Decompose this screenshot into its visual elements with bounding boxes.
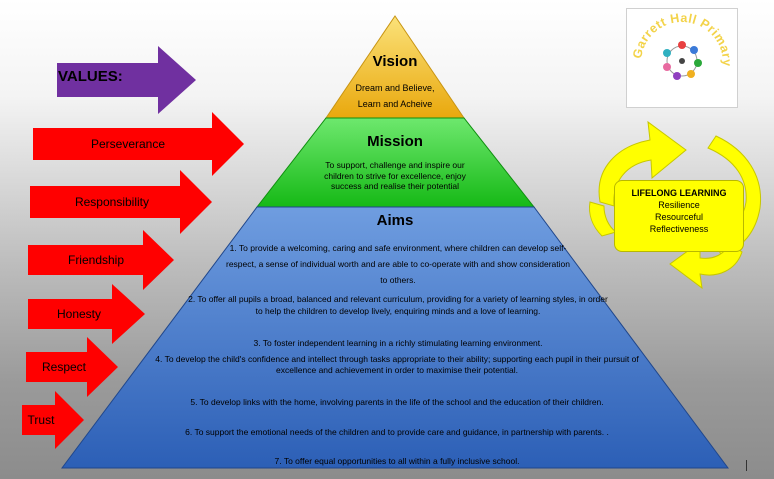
vision-text: Dream and Believe, Learn and Acheive xyxy=(330,80,460,112)
friendship-arrow xyxy=(28,230,174,290)
aim-item-3: 3. To foster independent learning in a r… xyxy=(253,338,543,348)
lifelong-learning-title: LIFELONG LEARNING xyxy=(631,188,727,198)
cycle-arrow-left xyxy=(589,201,618,237)
aim-item-4: 4. To develop the child's confidence and… xyxy=(155,354,639,375)
lifelong-item-resourceful: Resourceful xyxy=(654,212,704,222)
values-heading: VALUES: xyxy=(58,68,123,85)
trust-arrow xyxy=(22,391,84,449)
lifelong-item-resilience: Resilience xyxy=(658,200,700,210)
school-logo: Garrett Hall Primary School xyxy=(623,0,738,108)
lifelong-item-reflectiveness: Reflectiveness xyxy=(649,224,709,234)
values-arrow xyxy=(57,46,196,114)
value-friendship: Friendship xyxy=(67,253,125,267)
aim-item-2: 2. To offer all pupils a broad, balanced… xyxy=(188,294,608,316)
value-responsibility: Responsibility xyxy=(74,195,150,209)
pyramid-aims-layer xyxy=(61,206,729,469)
lifelong-learning-box: LIFELONG LEARNING Resilience Resourceful… xyxy=(614,180,744,252)
perseverance-arrow xyxy=(33,112,244,176)
text-cursor xyxy=(746,460,747,471)
aim-item-5: 5. To develop links with the home, invol… xyxy=(190,397,604,407)
value-respect: Respect xyxy=(41,360,87,374)
aim-item-7: 7. To offer equal opportunities to all w… xyxy=(274,456,520,466)
responsibility-arrow xyxy=(30,170,212,234)
children-circle-icon xyxy=(663,41,702,80)
aims-title: Aims xyxy=(376,212,414,229)
value-trust: Trust xyxy=(27,413,55,427)
value-perseverance: Perseverance xyxy=(90,137,166,151)
value-honesty: Honesty xyxy=(56,307,102,321)
mission-title: Mission xyxy=(367,133,423,150)
mission-text: To support, challenge and inspire our ch… xyxy=(324,160,466,191)
vision-line-2: Learn and Acheive xyxy=(357,99,433,109)
vision-line-1: Dream and Believe, xyxy=(355,83,435,93)
respect-arrow xyxy=(26,337,118,397)
svg-text:Garrett Hall Primary School: Garrett Hall Primary School xyxy=(627,9,734,67)
aim-item-1: 1. To provide a welcoming, caring and sa… xyxy=(226,243,570,285)
vision-title: Vision xyxy=(372,53,418,70)
honesty-arrow xyxy=(28,284,145,344)
aim-item-6: 6. To support the emotional needs of the… xyxy=(185,427,609,437)
school-logo-artwork: Garrett Hall Primary School xyxy=(623,0,734,80)
